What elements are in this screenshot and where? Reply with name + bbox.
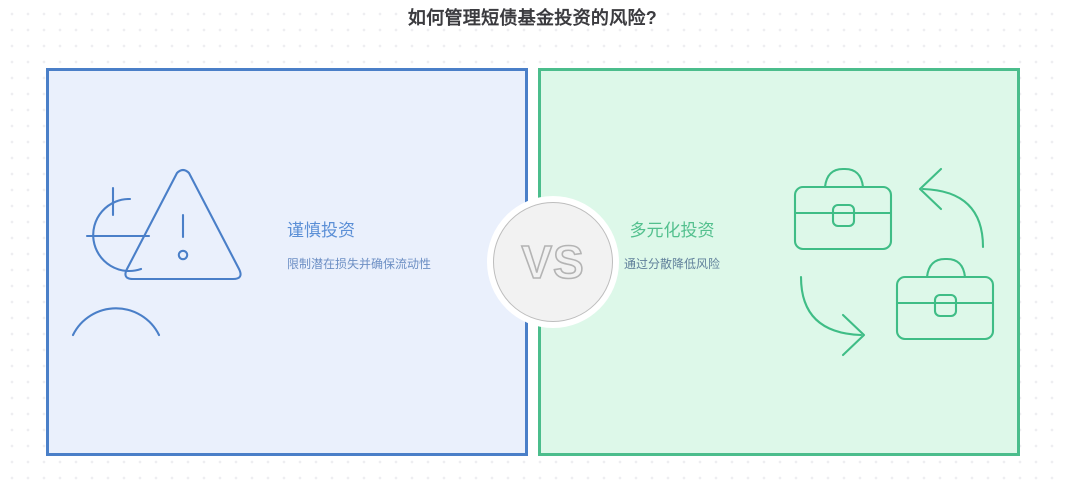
right-panel-heading: 多元化投资 — [629, 221, 715, 240]
vs-circle: VS — [493, 202, 613, 322]
right-text-block: 多元化投资 通过分散降低风险 — [577, 219, 767, 273]
curved-arrow-left-icon — [918, 167, 985, 249]
right-icon-cluster — [787, 159, 1003, 371]
warning-triangle-icon — [124, 168, 242, 281]
briefcase-icon — [793, 167, 893, 251]
panel-right-inner: 多元化投资 通过分散降低风险 — [541, 71, 1017, 453]
page-title: 如何管理短债基金投资的风险? — [407, 8, 658, 28]
panel-left-inner: 谨慎投资 限制潜在损失并确保流动性 — [49, 71, 525, 453]
left-panel-heading: 谨慎投资 — [287, 221, 355, 240]
person-shield-icon — [71, 186, 161, 337]
vs-badge: VS — [487, 196, 619, 328]
curved-arrow-right-icon — [799, 275, 866, 357]
briefcase-icon — [895, 257, 995, 341]
left-icon-cluster — [67, 159, 283, 371]
comparison-stage: 谨慎投资 限制潜在损失并确保流动性 多元化投资 通过分散降低风险 — [46, 68, 1020, 456]
vs-label: VS — [521, 236, 585, 288]
left-panel-description: 限制潜在损失并确保流动性 — [287, 257, 432, 271]
right-panel-description: 通过分散降低风险 — [623, 257, 720, 271]
left-text-block: 谨慎投资 限制潜在损失并确保流动性 — [287, 219, 457, 273]
comparison-panel-left[interactable]: 谨慎投资 限制潜在损失并确保流动性 — [46, 68, 528, 456]
